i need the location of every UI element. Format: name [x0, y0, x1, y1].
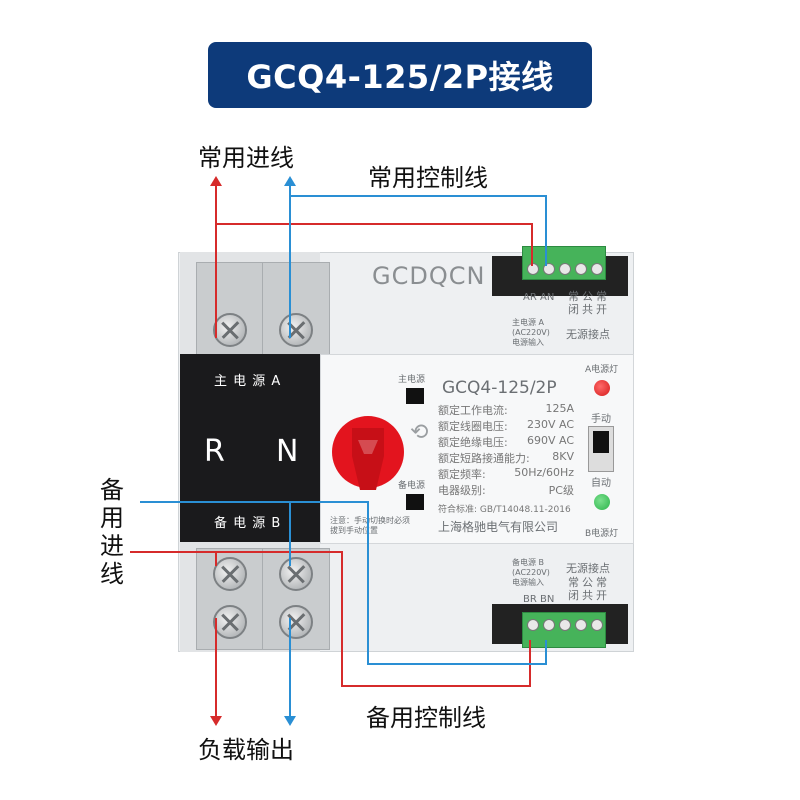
terminal-screw-icon [575, 619, 587, 631]
terminal-top-n [262, 262, 330, 356]
title-banner: GCQ4-125/2P接线 [208, 42, 592, 108]
led-b-indicator [594, 494, 610, 510]
terminal-screw-icon [591, 263, 603, 275]
terminal-screw-icon [559, 263, 571, 275]
led-b-label: B电源灯 [585, 529, 619, 539]
page-title: GCQ4-125/2P接线 [246, 58, 554, 96]
arrow-icon [210, 176, 222, 186]
top-dry-contact-label: 无源接点 [566, 328, 610, 341]
top-input-label: 主电源 A(AC220V)电源输入 [512, 318, 550, 347]
standard-label: 符合标准: GB/T14048.11-2016 [438, 505, 571, 515]
window-top [406, 388, 424, 404]
screw-icon [213, 313, 247, 347]
terminal-screw-icon [559, 619, 571, 631]
top-common-label: 公共 [582, 290, 593, 316]
screw-icon [213, 605, 247, 639]
terminal-screw-icon [527, 619, 539, 631]
bottom-dry-contact-label: 无源接点 [566, 562, 610, 575]
switch-top-label: 主电源 [398, 375, 426, 385]
backup-live-wire [130, 551, 531, 687]
terminal-screw-icon [591, 619, 603, 631]
mode-manual-label: 手动 [591, 414, 611, 425]
spec-row: 额定工作电流:125A [438, 402, 574, 417]
arrow-icon [284, 176, 296, 186]
source-b-label: 备 电 源 B [214, 516, 282, 531]
handle-icon [332, 416, 404, 490]
top-nc-label: 常闭 [568, 290, 579, 316]
label-main-control: 常用控制线 [368, 164, 488, 192]
label-backup-incoming-char1: 备 [100, 476, 124, 504]
transfer-handle[interactable] [322, 410, 414, 494]
bottom-nc-label: 常闭 [568, 576, 579, 602]
top-ar-label: AR AN [523, 292, 555, 303]
screw-icon [279, 605, 313, 639]
spec-row: 额定频率:50Hz/60Hz [438, 466, 574, 481]
bottom-common-label: 公共 [582, 576, 593, 602]
top-control-terminal-block [522, 246, 606, 280]
bottom-br-label: BR BN [523, 594, 555, 605]
terminal-screw-icon [575, 263, 587, 275]
wire-end-markers [210, 176, 296, 726]
screw-icon [279, 313, 313, 347]
manual-notice: 注意：手动切换时必须拔到手动位置 [330, 516, 410, 535]
label-backup-incoming-char2: 用 [100, 504, 124, 532]
brand-logo: GCDQCN [372, 262, 486, 290]
terminal-bottom-n [262, 548, 330, 650]
led-a-indicator [594, 380, 610, 396]
spec-row: 电器级别:PC级 [438, 484, 574, 497]
source-a-label: 主 电 源 A [214, 374, 282, 389]
company-name: 上海格驰电气有限公司 [438, 520, 559, 534]
mode-switch[interactable] [588, 426, 614, 472]
terminal-n-label: N [276, 434, 299, 469]
window-bottom [406, 494, 424, 510]
label-backup-incoming-char4: 线 [100, 560, 124, 588]
spec-row: 额定短路接通能力:8KV [438, 450, 574, 465]
main-control-neutral-wire [290, 195, 547, 266]
led-a-label: A电源灯 [585, 365, 619, 375]
spec-list: 额定工作电流:125A 额定线圈电压:230V AC 额定绝缘电压:690V A… [438, 402, 574, 498]
mode-switch-knob [593, 431, 609, 453]
screw-icon [279, 557, 313, 591]
rotate-arrow-icon: ⟲ [410, 420, 429, 445]
label-load-output: 负载输出 [198, 736, 294, 764]
label-main-incoming: 常用进线 [198, 144, 294, 172]
screw-icon [213, 557, 247, 591]
terminal-label-panel: 主 电 源 A R N 备 电 源 B [180, 354, 320, 542]
terminal-screw-icon [543, 619, 555, 631]
arrow-icon [284, 716, 296, 726]
terminal-r-label: R [204, 434, 225, 469]
bottom-input-label: 备电源 B(AC220V)电源输入 [512, 558, 550, 587]
mode-auto-label: 自动 [591, 478, 611, 489]
backup-control-neutral-wire [290, 501, 547, 665]
bottom-no-label: 常开 [596, 576, 607, 602]
terminal-bottom-r [196, 548, 264, 650]
spec-row: 额定绝缘电压:690V AC [438, 434, 574, 449]
arrow-icon [210, 716, 222, 726]
top-no-label: 常开 [596, 290, 607, 316]
label-backup-control: 备用控制线 [366, 704, 486, 732]
main-control-live-wire [216, 223, 533, 266]
switch-bottom-label: 备电源 [398, 481, 426, 491]
model-label: GCQ4-125/2P [442, 378, 557, 398]
spec-row: 额定线圈电压:230V AC [438, 418, 574, 433]
bottom-control-terminal-block [522, 612, 606, 648]
label-backup-incoming-char3: 进 [100, 532, 124, 560]
label-backup-incoming: 备 用 进 线 [100, 476, 124, 588]
